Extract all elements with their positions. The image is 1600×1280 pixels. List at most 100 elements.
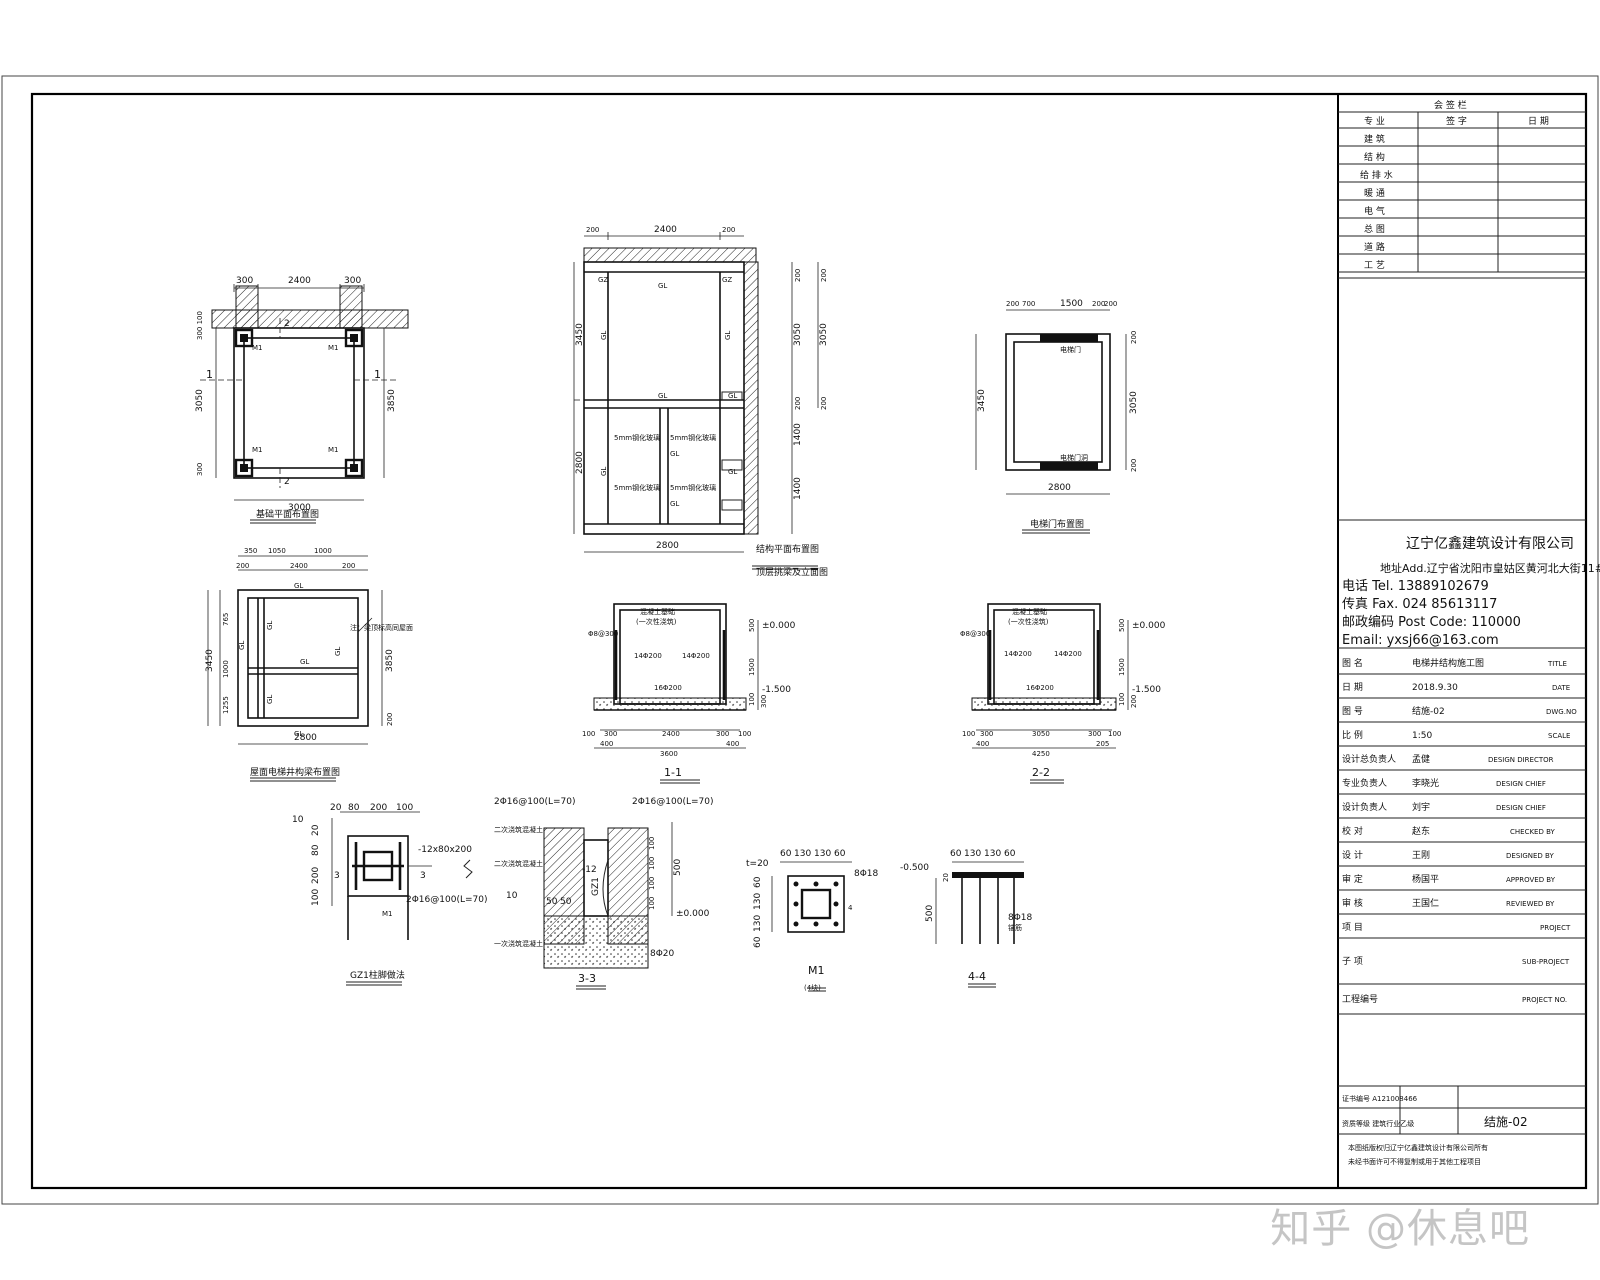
m1-subtitle: (4块) [804,983,821,992]
structure-plan: 200 2400 200 GZ GZ GL GL GL GL GL GL GL … [573,225,829,578]
tb-post: 邮政编码 Post Code: 110000 [1342,615,1521,630]
rp-dim-left-3: 1255 [222,696,230,714]
tb-info-12-label: 子 项 [1342,956,1363,967]
rp-gl-0: GL [294,582,303,590]
fp-grid-top: 2 [284,319,290,329]
s22-dbb-1: 4250 [1032,750,1050,758]
fp-grid-right: 1 [374,368,381,381]
title-block: 会 签 栏 专 业 签 字 日 期 建 筑 结 构 给 排 水 暖 通 电 气 … [1338,99,1600,1166]
m1-dl-2: 130 [753,915,763,932]
m1-mark: 4 [848,904,853,912]
s33-note-2: 一次浇筑混凝土 [494,939,543,948]
fp-dim-left-0: 300 100 [196,311,204,340]
s22-note-0: 混凝土基础 [1012,607,1047,616]
dp-dim-right-1: 3050 [1129,391,1139,414]
gz-dim-left-0: 20 [311,824,321,836]
dp-dim-top-0: 200 [1006,300,1019,308]
dp-dim-top-3: 200 [1092,300,1105,308]
rp-gl-3: GL [266,621,274,630]
fp-title: 基础平面布置图 [256,508,319,520]
fp-dim-top-0: 300 [236,276,253,286]
s11-dr-0: 500 [748,619,756,632]
fp-dim-left-2: 300 [196,463,204,476]
tb-fax: 传真 Fax. 024 85613117 [1342,597,1497,612]
rp-dim-ta-2: 1000 [314,547,332,555]
sp-dim-left-1: 2800 [575,451,585,474]
s33-dr-3: 100 [648,877,656,890]
s11-rebar-1: 14Φ200 [634,652,662,660]
s33-plate: -12 [582,865,597,875]
tb-info-8-label: 设 计 [1342,849,1363,861]
s11-dr-1: 1500 [748,658,756,676]
s44-dt-3: 60 [1004,849,1016,859]
tb-footer-1: 本图纸版权归辽宁亿鑫建筑设计有限公司所有 [1348,1143,1488,1152]
m1-dt-2: 130 [814,849,831,859]
rp-title: 屋面电梯井构梁布置图 [250,766,340,778]
dp-dim-right-0: 200 [1130,331,1138,344]
s11-title: 1-1 [664,766,682,779]
tb-cert-1: 证书编号 A121008466 [1342,1094,1418,1103]
s33-note-0: 二次浇筑混凝土 [494,825,543,834]
s44-rebar: 8Φ18 [1008,913,1033,923]
gz-weld: 10 [292,815,304,825]
fp-dim-bottom: 3000 [288,503,311,513]
m1-dl-0: 60 [753,876,763,888]
s44-dim-left: 500 [925,905,935,922]
dp-dim-left: 3450 [977,389,987,412]
sp-glass-2: 5mm钢化玻璃 [614,483,660,492]
s22-note-1: (一次性浇筑) [1008,617,1049,626]
tb-info-4-label: 设计总负责人 [1342,753,1396,765]
tb-row-5: 总 图 [1364,223,1385,235]
s33-anchor-r: 2Φ16@100(L=70) [632,797,713,807]
gz-dim-top-2: 200 [370,803,387,813]
dp-dim-top-2: 1500 [1060,299,1083,309]
rp-gl-2: GL [238,641,246,650]
s33-db-0: 50 [546,897,558,907]
tb-info-8-value: 王刚 [1412,850,1430,861]
s22-level-top: ±0.000 [1132,621,1166,631]
tb-company: 辽宁亿鑫建筑设计有限公司 [1406,535,1574,552]
gz-m1: M1 [382,910,393,918]
tb-info-3-value: 1:50 [1412,731,1432,741]
tb-sheet-no: 结施-02 [1484,1115,1528,1129]
tb-info-6-label: 设计负责人 [1342,801,1387,813]
s33-anchor-l: 2Φ16@100(L=70) [494,797,575,807]
watermark: 知乎 @休息吧 [1270,1206,1530,1252]
s11-dr-2: 100 [748,693,756,706]
sp-dim-rb-1: 3050 [819,323,829,346]
tb-info-11-en: PROJECT [1540,924,1571,932]
rp-dim-left-2: 1000 [222,660,230,678]
s33-dr-2: 100 [648,857,656,870]
dp-dim-top-4: 200 [1104,300,1117,308]
fp-grid-left: 1 [206,368,213,381]
tb-info-3-label: 比 例 [1342,729,1363,741]
s11-dbb-0: 400 [600,740,613,748]
s11-rebar-3: 16Φ200 [654,684,682,692]
s11-dba-0: 100 [582,730,595,738]
s22-rebar-3: 16Φ200 [1026,684,1054,692]
section-3-3: 2Φ16@100(L=70) 2Φ16@100(L=70) -12 GZ1 10… [494,797,713,990]
s22-dr-1: 1500 [1118,658,1126,676]
inner-frame [30,92,1588,1190]
tb-info-10-label: 审 核 [1342,897,1363,909]
tb-info-0-label: 图 名 [1342,657,1363,669]
tb-info-13-en: PROJECT NO. [1522,996,1567,1004]
tb-info-2-value: 结施-02 [1412,705,1445,717]
m1-dt-3: 60 [834,849,846,859]
s11-level-top: ±0.000 [762,621,796,631]
sp-gl-0: GL [658,282,667,290]
tb-info-5-en: DESIGN CHIEF [1496,780,1546,788]
tb-info-1-label: 日 期 [1342,682,1363,693]
gz-dim-top-0: 20 [330,803,342,813]
s22-dba-0: 100 [962,730,975,738]
tb-info-4-value: 孟健 [1412,753,1430,765]
s44-dim-small: 20 [942,873,950,882]
s33-note-1: 二次浇筑混凝土 [494,859,543,868]
s11-dr-3: 300 [760,695,768,708]
rp-dim-tb-0: 200 [236,562,249,570]
sp-dim-top-0: 200 [586,226,599,234]
tb-row-3: 暖 通 [1364,187,1385,199]
sp-dim-top-2: 200 [722,226,735,234]
rp-dim-ta-0: 350 [244,547,257,555]
s11-level-bottom: -1.500 [762,685,791,695]
